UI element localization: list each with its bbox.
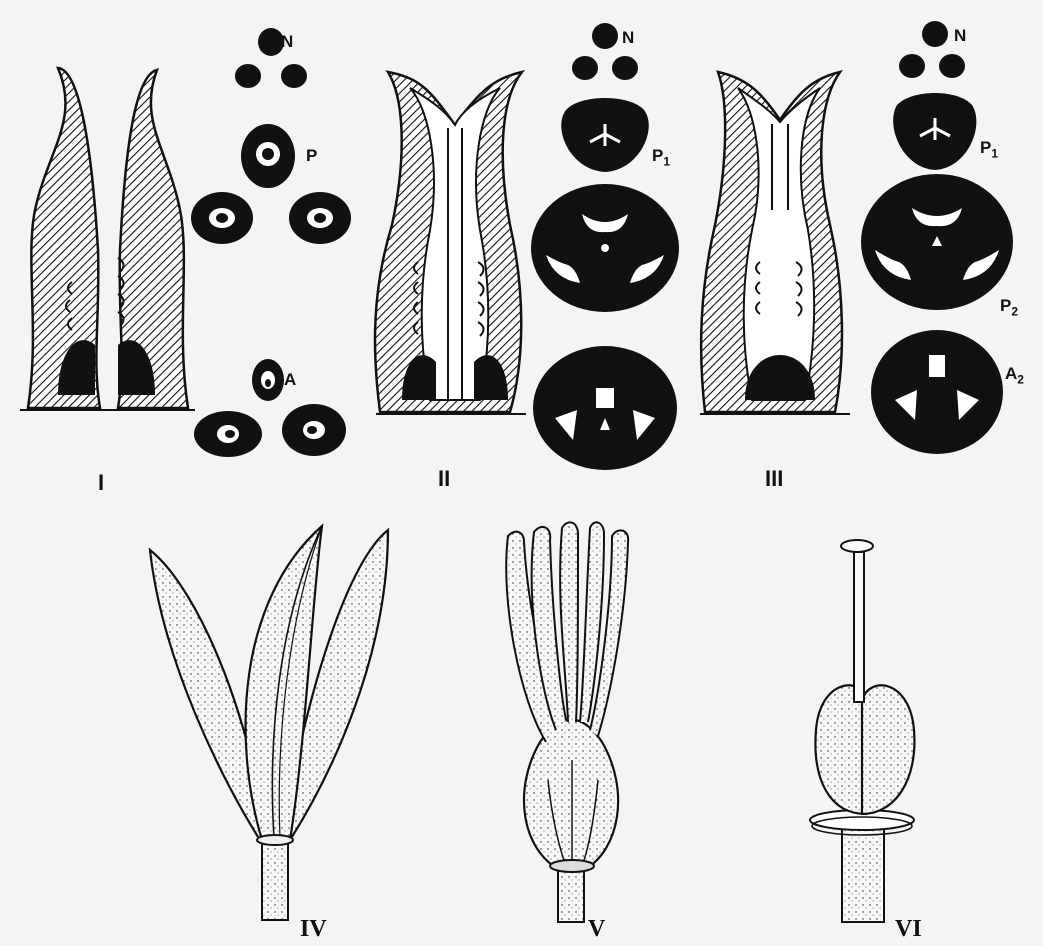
- panel-iii-label-p1: P1: [980, 138, 998, 160]
- panel-i-label-p: P: [306, 146, 317, 166]
- panel-label-i: I: [98, 470, 104, 496]
- panel-label-ii: II: [438, 466, 450, 492]
- panel-i-section: [20, 68, 195, 410]
- panel-ii-label-n: N: [622, 28, 634, 48]
- panel-label-iii: III: [765, 466, 783, 492]
- panel-iv-flower: [150, 526, 388, 920]
- panel-ii-section: [375, 72, 526, 414]
- panel-label-vi: VI: [895, 916, 922, 943]
- panel-label-iv: IV: [300, 916, 327, 943]
- panel-ii-diagrams: [531, 23, 679, 470]
- panel-ii-label-a1: A1: [650, 366, 669, 388]
- panel-i-label-n: N: [281, 32, 293, 52]
- panel-v-stamens: [506, 522, 628, 922]
- panel-i-diagrams: [191, 28, 351, 457]
- panel-label-v: V: [588, 916, 605, 943]
- panel-iii-label-n: N: [954, 26, 966, 46]
- panel-iii-label-a2: A2: [1005, 364, 1024, 386]
- panel-vi-pistil: [810, 540, 914, 922]
- panel-iii-label-p2: P2: [1000, 296, 1018, 318]
- panel-iii-diagrams: [861, 21, 1013, 454]
- panel-i-label-a: A: [284, 370, 296, 390]
- panel-iii-section: [700, 72, 850, 414]
- panel-ii-label-p1: P1: [652, 146, 670, 168]
